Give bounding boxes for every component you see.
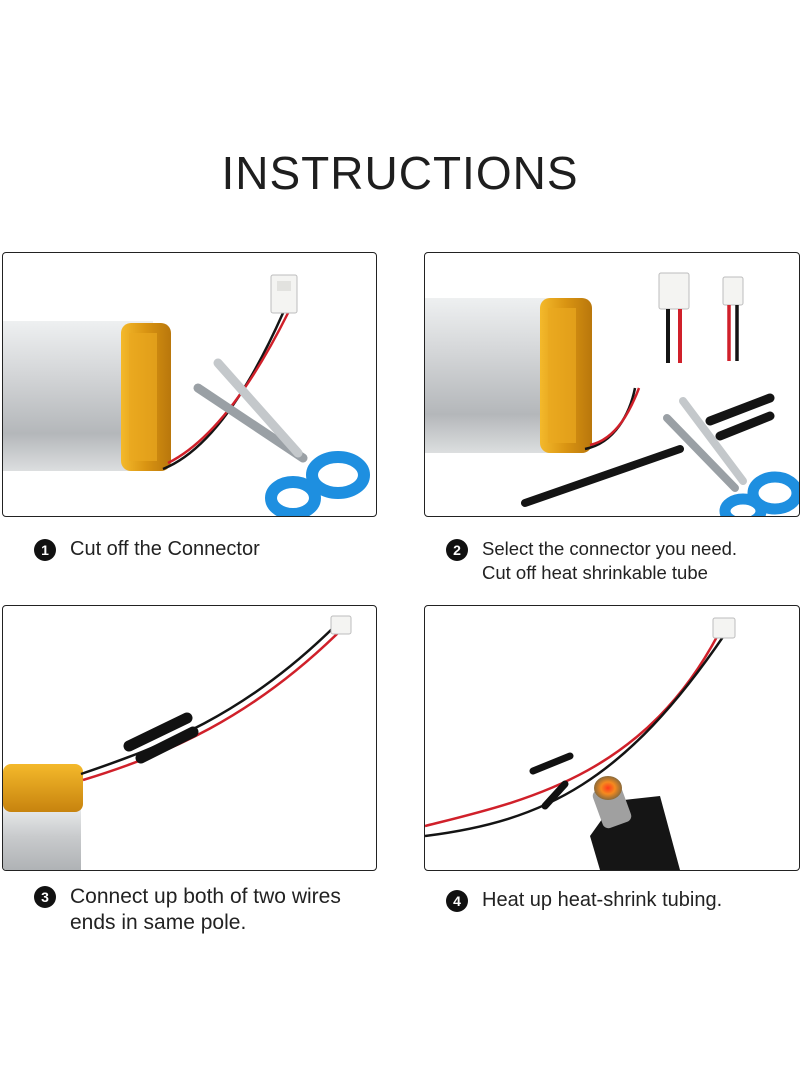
battery xyxy=(425,298,592,453)
battery xyxy=(3,764,83,870)
battery-wires xyxy=(162,312,290,471)
step-text: Select the connector you need. xyxy=(482,538,738,559)
step-text: Heat up heat-shrink tubing. xyxy=(482,889,723,911)
step-number-badge: 2 xyxy=(446,539,468,561)
connector xyxy=(270,274,298,314)
connector xyxy=(330,615,352,635)
joined-wires xyxy=(425,630,727,838)
step-text: Connect up both of two wires xyxy=(70,885,341,908)
step-text: Cut off the Connector xyxy=(70,538,260,560)
scissors-icon xyxy=(663,397,799,516)
step-2-caption: 2 Select the connector you need. Cut off… xyxy=(446,537,737,585)
step-number-badge: 4 xyxy=(446,890,468,912)
heat-shrink-tubes xyxy=(521,393,775,507)
step-3-image xyxy=(2,605,377,871)
step-text: Cut off heat shrinkable tube xyxy=(482,562,708,583)
connector-large xyxy=(658,272,690,363)
step-2-image xyxy=(424,252,800,517)
joined-wires xyxy=(80,627,340,782)
heat-shrink-tubes xyxy=(529,752,574,810)
battery-wires xyxy=(584,387,641,451)
connector-small xyxy=(722,276,744,361)
page-title: INSTRUCTIONS xyxy=(221,147,579,199)
heat-gun-icon xyxy=(590,776,680,870)
scissors-icon xyxy=(193,358,370,516)
step-4-image xyxy=(424,605,800,871)
connector xyxy=(712,617,736,639)
heat-shrink-tubes xyxy=(123,712,199,764)
step-1-caption: 1 Cut off the Connector xyxy=(34,537,260,561)
step-3-caption: 3 Connect up both of two wires ends in s… xyxy=(34,884,341,936)
step-1-image xyxy=(2,252,377,517)
step-number-badge: 3 xyxy=(34,886,56,908)
step-4-caption: 4 Heat up heat-shrink tubing. xyxy=(446,888,722,912)
step-number-badge: 1 xyxy=(34,539,56,561)
battery xyxy=(3,321,171,471)
step-text: ends in same pole. xyxy=(70,911,247,934)
